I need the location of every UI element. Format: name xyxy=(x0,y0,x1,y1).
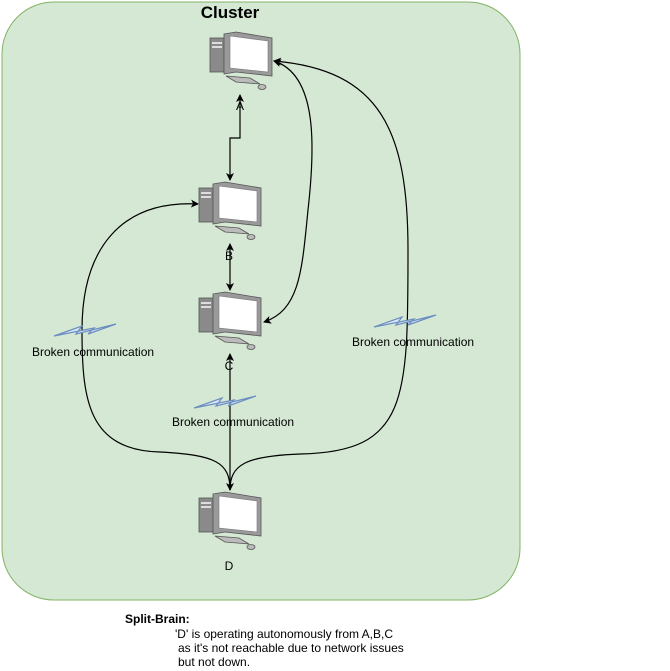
edge-b-d xyxy=(81,199,231,491)
note-line-2: as it's not reachable due to network iss… xyxy=(178,641,404,655)
broken-link-label-left: Broken communication xyxy=(32,345,155,359)
node-label-b: B xyxy=(224,249,233,263)
broken-link-label-center: Broken communication xyxy=(172,415,295,429)
cluster-title: Cluster xyxy=(200,3,260,22)
note-title: Split-Brain: xyxy=(125,612,190,626)
note-line-1: 'D' is operating autonomously from A,B,C xyxy=(175,627,394,641)
edge-a-d xyxy=(229,57,409,491)
broken-link-label-right: Broken communication xyxy=(352,335,475,349)
node-label-c: C xyxy=(224,359,234,373)
edge-a-c xyxy=(263,59,313,324)
note-line-3: but not down. xyxy=(178,655,251,669)
node-label-a: A xyxy=(235,99,244,113)
edges xyxy=(81,57,409,491)
node-label-d: D xyxy=(224,559,234,573)
edge-a-b xyxy=(226,94,244,181)
